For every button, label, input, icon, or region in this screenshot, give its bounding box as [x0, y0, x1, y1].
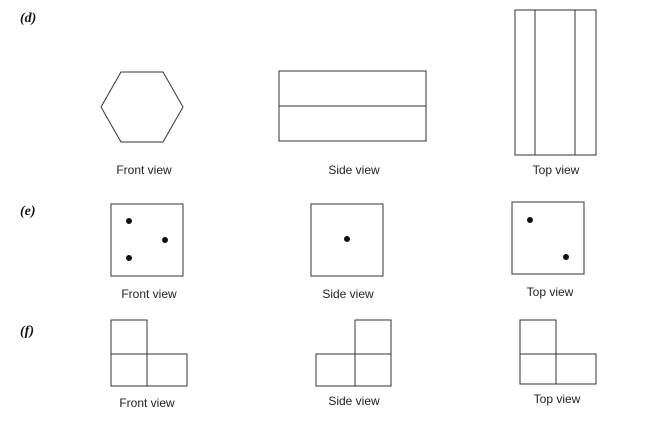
part-f: (f) Front view Side view Top view [20, 319, 597, 410]
part-e: (e) Front view Side view Top view [20, 201, 585, 301]
part-f-top-view: Top view [519, 319, 597, 406]
part-d-label: (d) [20, 11, 36, 26]
part-d-front-view-label: Front view [116, 163, 172, 177]
front-square [110, 203, 184, 277]
dot [162, 237, 168, 243]
part-f-front-view-label: Front view [119, 396, 175, 410]
lower-left-square [519, 353, 557, 385]
part-e-front-view: Front view [110, 203, 184, 301]
part-d-side-view-label: Side view [328, 163, 380, 177]
lower-right-square [146, 353, 188, 387]
part-d-top-view-label: Top view [533, 163, 580, 177]
dot [126, 218, 132, 224]
part-d-top-view: Top view [514, 9, 597, 177]
part-f-front-view: Front view [110, 319, 188, 410]
part-e-side-view-label: Side view [322, 287, 374, 301]
upper-square [110, 319, 148, 355]
part-f-top-view-label: Top view [534, 392, 581, 406]
lower-left-square [315, 353, 356, 387]
part-d-front-view: Front view [100, 71, 184, 177]
top-rectangle [514, 9, 597, 156]
part-f-side-view: Side view [315, 319, 392, 408]
dot [344, 236, 350, 242]
part-e-top-view-label: Top view [527, 285, 574, 299]
dot [527, 217, 533, 223]
part-e-top-view: Top view [511, 201, 585, 299]
dot [563, 254, 569, 260]
side-square [310, 203, 384, 277]
part-e-front-view-label: Front view [121, 287, 177, 301]
lower-right-square [354, 353, 392, 387]
hexagon-shape [100, 71, 184, 143]
upper-square [519, 319, 557, 355]
lower-left-square [110, 353, 148, 387]
part-f-side-view-label: Side view [328, 394, 380, 408]
lower-right-square [555, 353, 597, 385]
part-e-side-view: Side view [310, 203, 384, 301]
part-d-side-view: Side view [278, 70, 427, 177]
part-f-label: (f) [20, 324, 34, 339]
top-square [511, 201, 585, 275]
dot [126, 255, 132, 261]
part-e-label: (e) [20, 204, 36, 219]
part-d: (d) Front view Side view Top view [20, 9, 597, 177]
upper-square [354, 319, 392, 355]
